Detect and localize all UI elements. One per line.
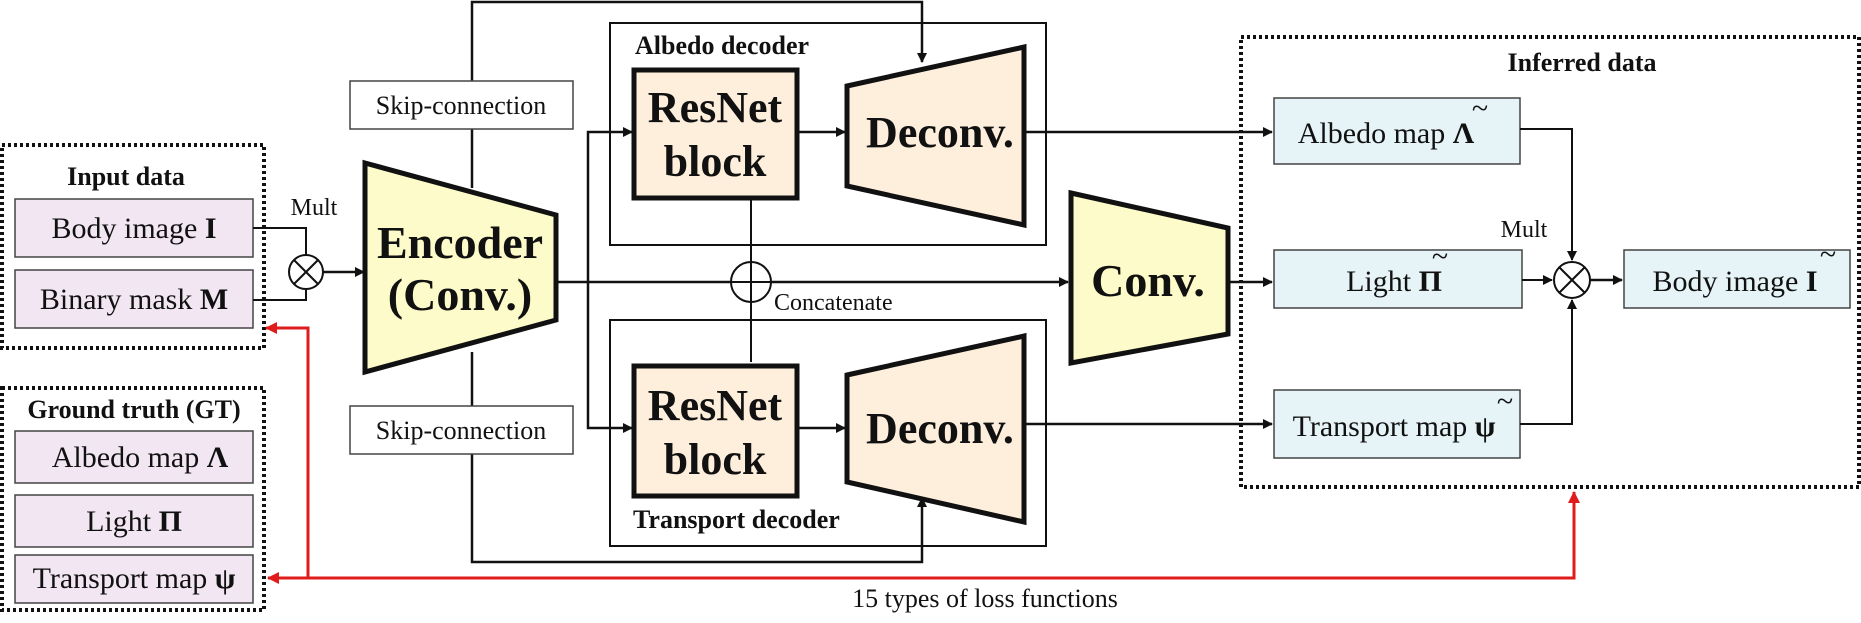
albedo-deconv-label: Deconv.	[866, 108, 1014, 157]
encoder-label-line2: (Conv.)	[388, 269, 532, 320]
skip-connection-top-label: Skip-connection	[376, 91, 546, 120]
inferred-light-tilde: ~	[1432, 240, 1448, 273]
albedo-decoder-title: Albedo decoder	[635, 31, 809, 60]
inferred-albedo-label: Albedo map Λ	[1298, 117, 1475, 150]
inferred-body-image-box	[1623, 249, 1851, 309]
transport-resnet-block	[631, 363, 800, 499]
inferred-transport-tilde: ~	[1497, 385, 1513, 418]
input-body-image-label: Body image I	[52, 212, 217, 245]
conv-label: Conv.	[1091, 255, 1205, 306]
gt-light-label: Light Π	[86, 505, 182, 538]
transport-decoder-title: Transport decoder	[633, 505, 840, 534]
input-data-panel: Input data Body image I Binary mask M	[0, 143, 266, 350]
encoder-label-line1: Encoder	[377, 217, 543, 268]
gt-albedo-box	[14, 430, 254, 484]
transport-deconv-block	[844, 332, 1027, 526]
transport-decoder: Transport decoder ResNet block Deconv.	[609, 319, 1047, 547]
input-mult-node: Mult	[253, 195, 365, 301]
input-body-image-box	[14, 198, 254, 258]
transport-deconv-label: Deconv.	[866, 404, 1014, 453]
albedo-resnet-line2: block	[664, 137, 767, 186]
input-binary-mask-box	[14, 269, 254, 329]
inferred-body-image-label: Body image I	[1653, 265, 1818, 298]
albedo-decoder: Albedo decoder ResNet block Deconv.	[609, 22, 1047, 246]
skip-connections: Skip-connection Skip-connection	[349, 0, 927, 564]
input-mult-label: Mult	[291, 195, 338, 221]
inferred-data-title: Inferred data	[1507, 48, 1656, 77]
encoder-block: Encoder (Conv.)	[362, 159, 559, 376]
inferred-transport-box	[1273, 389, 1521, 459]
input-binary-mask-label: Binary mask M	[40, 283, 228, 316]
inferred-mult-label: Mult	[1501, 217, 1548, 243]
skip-connection-bottom-box	[349, 405, 574, 455]
loss-connections: 15 types of loss functions	[265, 322, 1580, 613]
inferred-light-box	[1273, 249, 1523, 309]
input-data-title: Input data	[67, 162, 185, 191]
loss-functions-label: 15 types of loss functions	[852, 584, 1118, 613]
gt-transport-box	[14, 554, 254, 604]
inferred-body-image-tilde: ~	[1820, 238, 1836, 271]
encoder-connections: Concatenate	[556, 127, 1069, 433]
skip-connection-top-box	[349, 80, 574, 130]
inferred-transport-label: Transport map ψ	[1293, 410, 1496, 443]
albedo-deconv-block	[844, 43, 1027, 229]
albedo-resnet-line1: ResNet	[648, 83, 783, 132]
conv-block: Conv.	[1068, 189, 1231, 367]
gt-transport-label: Transport map ψ	[33, 562, 236, 595]
albedo-resnet-block	[631, 67, 800, 201]
inferred-light-label: Light Π	[1346, 265, 1442, 298]
transport-resnet-line1: ResNet	[648, 381, 783, 430]
ground-truth-panel: Ground truth (GT) Albedo map Λ Light Π T…	[0, 386, 266, 612]
inferred-albedo-tilde: ~	[1472, 92, 1488, 125]
skip-connection-bottom-label: Skip-connection	[376, 416, 546, 445]
ground-truth-title: Ground truth (GT)	[27, 395, 240, 424]
gt-albedo-label: Albedo map Λ	[52, 441, 229, 474]
transport-resnet-line2: block	[664, 435, 767, 484]
gt-light-box	[14, 494, 254, 548]
output-connections	[1024, 127, 1273, 429]
inferred-data-panel: Inferred data Albedo map Λ ~ Light Π ~ T…	[1239, 35, 1861, 489]
concatenate-label: Concatenate	[774, 290, 893, 316]
inferred-albedo-box	[1273, 97, 1521, 165]
